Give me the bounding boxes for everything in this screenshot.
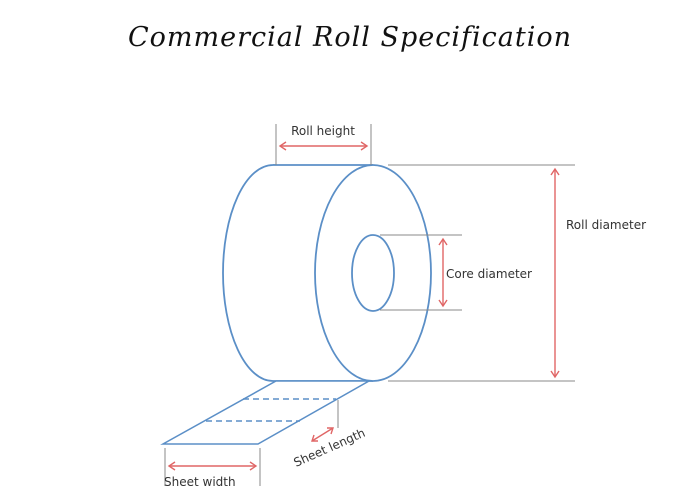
- roll-body: [222, 164, 432, 382]
- sheet-width-arrow: [167, 461, 258, 471]
- sheet: [160, 380, 372, 445]
- roll-diameter-arrow: [550, 167, 560, 379]
- sheet-outline: [160, 380, 372, 445]
- roll-height-arrow: [278, 141, 369, 151]
- core-hole: [351, 234, 395, 312]
- extension-lines: [164, 124, 575, 486]
- sheet-width-label: Sheet width: [164, 475, 236, 489]
- roll-height-label: Roll height: [291, 124, 355, 138]
- core-diameter-label: Core diameter: [446, 267, 532, 281]
- sheet-length-arrow: [311, 427, 334, 442]
- sheet-length-label: Sheet length: [292, 426, 368, 470]
- roll-diameter-label: Roll diameter: [566, 218, 646, 232]
- roll-front-face: [314, 164, 432, 382]
- page-title: Commercial Roll Specification: [127, 22, 572, 53]
- core-diameter-arrow: [438, 237, 448, 308]
- dimension-arrows: [167, 141, 560, 471]
